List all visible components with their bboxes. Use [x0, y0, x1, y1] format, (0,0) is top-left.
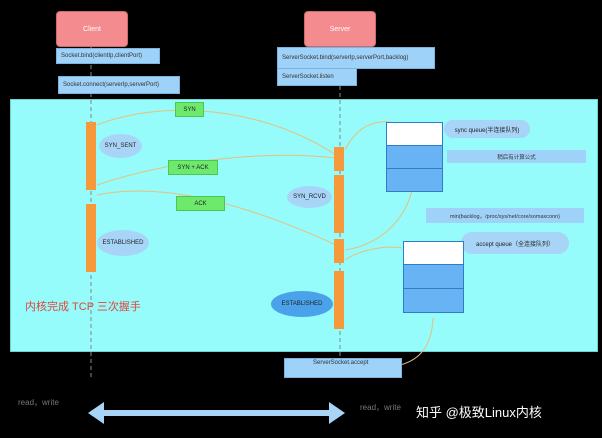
accept-queue-slot: [404, 289, 463, 312]
syn-queue-slot: [387, 146, 442, 169]
server-established-bar: [334, 271, 344, 329]
server-listen-call: ServerSocket.listen: [277, 68, 357, 86]
server-syn-received-bar: [334, 147, 344, 171]
client-header: Client: [56, 11, 128, 47]
accept-queue-label: accept queue（全连接队列）: [461, 232, 569, 254]
accept-queue-slot: [404, 265, 463, 289]
syn-packet: SYN: [175, 102, 204, 117]
accept-queue-empty-slot: [404, 242, 463, 265]
accept-to-call-arrow: [399, 317, 434, 366]
ack-to-accept-arrow: [344, 246, 403, 261]
server-header: Server: [304, 11, 376, 47]
watermark: 知乎 @极致Linux内核: [416, 405, 542, 420]
client-read-write-label: read，write: [18, 398, 59, 407]
client-established-bar: [86, 204, 96, 272]
ack-packet: ACK: [176, 196, 225, 211]
server-read-write-label: read，write: [360, 403, 401, 412]
server-bind-call: ServerSocket.bind(serverIp,serverPort,ba…: [277, 47, 435, 69]
kernel-handshake-caption: 内核完成 TCP 三次握手: [25, 301, 141, 313]
server-syn-rcvd-bar: [334, 175, 344, 233]
client-bind-call: Socket.bind(clientIp,clientPort): [56, 48, 160, 64]
read-write-arrow-left-head: [88, 402, 104, 424]
client-connect-call: Socket.connect(serverIp,serverPort): [58, 76, 180, 94]
client-syn-sent-bar: [86, 122, 96, 190]
syn-arrow: [96, 109, 337, 156]
syn-ack-packet: SYN + ACK: [168, 160, 218, 175]
server-ack-received-bar: [334, 239, 344, 263]
syn-queue: [386, 122, 443, 192]
server-accept-call: ServerSocket.accept: [284, 358, 402, 378]
syn-queue-slot: [387, 169, 442, 191]
client-established-state: ESTABLISHED: [97, 230, 149, 256]
read-write-arrow-right-head: [329, 402, 345, 424]
accept-queue-size-formula: min(backlog，/proc/sys/net/core/somaxconn…: [426, 208, 584, 223]
accept-queue: [403, 241, 464, 313]
syn-to-queue-arrow: [344, 121, 391, 151]
syn-ack-arrow: [96, 154, 337, 186]
syn-queue-formula-note: 稍后有计算公式: [447, 150, 586, 163]
syn-sent-state: SYN_SENT: [99, 134, 142, 158]
syn-queue-label: sync queue(半连接队列): [444, 120, 530, 138]
server-established-state: ESTABLISHED: [271, 291, 333, 317]
queue-to-ack-arrow: [344, 189, 413, 251]
syn-rcvd-state: SYN_RCVD: [287, 186, 332, 208]
syn-queue-empty-slot: [387, 123, 442, 146]
